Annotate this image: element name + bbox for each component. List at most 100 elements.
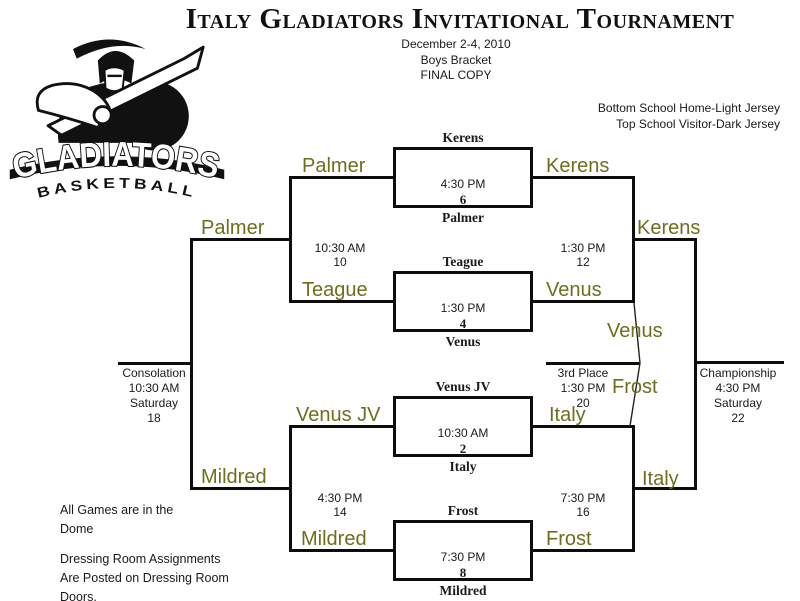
connector-line (533, 300, 635, 303)
connector-line (533, 425, 635, 428)
page-title: Italy Gladiators Invitational Tournament (185, 3, 735, 35)
connector-line (694, 238, 697, 490)
jersey-note-home: Bottom School Home-Light Jersey (597, 101, 780, 115)
connector-line (632, 238, 697, 241)
game6-box: 4:30 PM 6 (393, 147, 533, 208)
team-label-game14-feeder-top: Venus JV (296, 404, 381, 426)
game10-time: 10:30 AM (314, 241, 366, 255)
game2-number: 2 (459, 441, 467, 456)
jersey-note-visitor: Top School Visitor-Dark Jersey (616, 116, 780, 131)
game4-number: 4 (459, 316, 467, 331)
connector-line (289, 176, 292, 303)
game4-time: 1:30 PM (440, 301, 486, 315)
connector-line (289, 549, 393, 552)
logo-subtext: BASKETBALL (36, 176, 199, 202)
game2-top-team: Venus JV (435, 379, 491, 394)
consolation-line (118, 362, 190, 365)
game14-number: 14 (333, 505, 347, 519)
dressing-room-note: Dressing Room Assignments Are Posted on … (60, 550, 229, 601)
game8-number: 8 (459, 565, 467, 580)
game8-bottom-team: Mildred (439, 583, 487, 598)
championship-number: 22 (731, 411, 745, 425)
championship-line (697, 361, 784, 364)
subtitle-block: December 2-4, 2010 Boys Bracket FINAL CO… (150, 37, 762, 84)
connector-line (632, 487, 697, 490)
third-place-number: 20 (576, 396, 590, 410)
game10-info: 10:30 AM 10 (291, 241, 389, 269)
third-place-time: 1:30 PM (560, 381, 606, 395)
dressing-line2: Are Posted on Dressing Room (60, 571, 229, 585)
championship-info: Championship 4:30 PM Saturday 22 (690, 366, 786, 426)
connector-line (289, 425, 393, 428)
games-location-line2: Dome (60, 522, 94, 536)
game4-top-team: Teague (442, 254, 484, 269)
connector-line (533, 176, 635, 179)
bracket-name: Boys Bracket (420, 52, 492, 67)
game16-info: 7:30 PM 16 (534, 491, 632, 519)
game16-time: 7:30 PM (560, 491, 606, 505)
connector-line (533, 549, 635, 552)
team-label-game16-feeder-bottom: Frost (546, 528, 592, 550)
third-place-label: 3rd Place (557, 366, 609, 380)
championship-day: Saturday (713, 396, 763, 410)
consolation-final-info: Consolation 10:30 AM Saturday 18 (106, 366, 202, 426)
consolation-number: 18 (147, 411, 161, 425)
connector-line (289, 426, 292, 552)
game6-bottom-team: Palmer (442, 210, 484, 225)
game16-number: 16 (576, 505, 590, 519)
connector-line (190, 238, 292, 241)
connector-line (190, 487, 292, 490)
jersey-note: Bottom School Home-Light Jersey Top Scho… (598, 101, 780, 132)
team-label-game12-feeder-bottom: Venus (546, 279, 602, 301)
copy-status: FINAL COPY (420, 68, 492, 82)
team-label-game10-feeder-top: Palmer (302, 155, 366, 177)
team-label-third-place-top: Venus (607, 320, 663, 342)
dressing-line3: Doors. (60, 590, 97, 601)
team-label-game12-winner: Kerens (637, 217, 701, 239)
gladiator-mascot-icon (35, 39, 205, 151)
logo-swoosh (9, 156, 225, 180)
game12-info: 1:30 PM 12 (534, 241, 632, 269)
game10-number: 10 (333, 255, 347, 269)
game2-time: 10:30 AM (437, 426, 489, 440)
team-label-game10-feeder-bottom: Teague (302, 279, 368, 301)
connector-line (632, 176, 635, 303)
gladiators-logo: GLADIATORS BASKETBALL (8, 39, 225, 202)
game12-number: 12 (576, 255, 590, 269)
game8-box: 7:30 PM 8 (393, 520, 533, 581)
game12-time: 1:30 PM (560, 241, 606, 255)
team-label-game14-feeder-bottom: Mildred (301, 528, 367, 550)
team-label-game16-feeder-top: Italy (549, 404, 586, 426)
games-location-note: All Games are in the Dome (60, 501, 173, 539)
games-location-line1: All Games are in the (60, 503, 174, 517)
third-place-info: 3rd Place 1:30 PM 20 (540, 366, 626, 411)
game6-time: 4:30 PM (440, 177, 486, 191)
team-label-game12-feeder-top: Kerens (546, 155, 610, 177)
game4-box: 1:30 PM 4 (393, 271, 533, 332)
game8-top-team: Frost (447, 503, 479, 518)
connector-line (289, 300, 393, 303)
team-label-third-place-bottom: Frost (612, 376, 658, 398)
game2-box: 10:30 AM 2 (393, 396, 533, 457)
game14-time: 4:30 PM (317, 491, 363, 505)
game4-bottom-team: Venus (445, 334, 481, 349)
game6-number: 6 (459, 192, 467, 207)
team-label-game16-winner: Italy (642, 468, 679, 490)
championship-time: 4:30 PM (715, 381, 761, 395)
consolation-day: Saturday (129, 396, 179, 410)
connector-line (632, 426, 635, 552)
team-label-game14-winner: Mildred (201, 466, 267, 488)
championship-label: Championship (699, 366, 777, 380)
game2-bottom-team: Italy (449, 459, 477, 474)
consolation-time: 10:30 AM (128, 381, 180, 395)
dressing-line1: Dressing Room Assignments (60, 552, 221, 566)
game14-info: 4:30 PM 14 (291, 491, 389, 519)
consolation-label: Consolation (122, 366, 186, 380)
team-label-game10-winner: Palmer (201, 217, 265, 239)
game8-time: 7:30 PM (440, 550, 486, 564)
third-place-line (546, 362, 640, 365)
connector-line (289, 176, 393, 179)
connector-line (190, 238, 193, 490)
tournament-date: December 2-4, 2010 (401, 37, 511, 51)
